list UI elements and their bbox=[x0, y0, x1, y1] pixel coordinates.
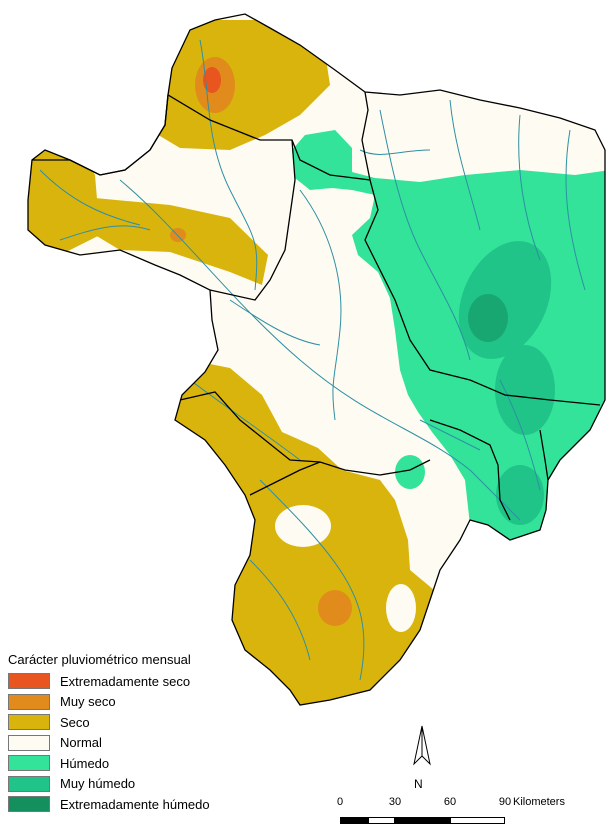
river-main bbox=[119, 179, 521, 521]
legend-label: Normal bbox=[60, 735, 102, 751]
legend-item: Muy seco bbox=[8, 692, 288, 713]
scale-segment bbox=[368, 817, 395, 824]
river-network bbox=[39, 39, 586, 681]
scale-segment bbox=[340, 817, 368, 824]
zone-muy-humedo-south bbox=[495, 345, 555, 435]
province-border bbox=[539, 429, 549, 481]
river bbox=[518, 114, 541, 261]
river bbox=[419, 419, 481, 451]
legend-label: Muy seco bbox=[60, 694, 116, 710]
legend-swatch bbox=[8, 775, 50, 792]
legend-item: Muy húmedo bbox=[8, 774, 288, 795]
legend-swatch bbox=[8, 673, 50, 690]
legend-swatch bbox=[8, 714, 50, 731]
zone-ext-humedo-center bbox=[468, 294, 508, 342]
scale-segment bbox=[450, 817, 505, 824]
scale-tick: 30 bbox=[388, 796, 402, 808]
zone-humedo-spot bbox=[395, 455, 425, 489]
river bbox=[449, 99, 481, 231]
legend-label: Extremadamente húmedo bbox=[60, 796, 210, 812]
river bbox=[565, 129, 586, 291]
legend-swatch bbox=[8, 755, 50, 772]
scale-tick: 60 bbox=[443, 796, 457, 808]
legend-label: Húmedo bbox=[60, 755, 110, 771]
zone-seco-west bbox=[28, 145, 100, 255]
north-label: N bbox=[414, 777, 423, 791]
legend-item: Extremadamente seco bbox=[8, 671, 288, 692]
province-border bbox=[429, 419, 511, 521]
province-border bbox=[209, 139, 296, 301]
legend-swatch bbox=[8, 734, 50, 751]
river bbox=[189, 379, 301, 461]
zone-normal-island-2 bbox=[386, 584, 416, 632]
river bbox=[499, 379, 541, 491]
zone-muy-seco-south bbox=[318, 590, 352, 626]
legend-title: Carácter pluviométrico mensual bbox=[8, 652, 191, 667]
river bbox=[259, 479, 365, 681]
zone-seco-north bbox=[150, 20, 330, 150]
legend-label: Seco bbox=[60, 714, 90, 730]
legend-label: Muy húmedo bbox=[60, 776, 136, 792]
river bbox=[229, 299, 321, 346]
province-border bbox=[32, 93, 601, 406]
river bbox=[39, 169, 141, 226]
legend-label: Extremadamente seco bbox=[60, 673, 191, 689]
river bbox=[59, 225, 151, 241]
legend-swatch bbox=[8, 693, 50, 710]
scale-bar: 0 30 60 90 Kilometers bbox=[336, 796, 604, 830]
province-borders bbox=[27, 13, 606, 706]
legend-item: Seco bbox=[8, 712, 288, 733]
zone-humedo-east bbox=[292, 130, 605, 545]
river bbox=[359, 149, 431, 155]
province-border bbox=[361, 91, 371, 181]
river bbox=[199, 39, 258, 291]
legend-item: Normal bbox=[8, 733, 288, 754]
river bbox=[299, 189, 342, 421]
legend-swatch bbox=[8, 796, 50, 813]
zone-normal-island-1 bbox=[275, 505, 331, 547]
scale-segment bbox=[395, 817, 450, 824]
north-arrow-icon bbox=[413, 725, 431, 766]
zone-seco-west-band bbox=[95, 198, 268, 285]
scale-tick: 90 bbox=[498, 796, 512, 808]
legend-item: Extremadamente húmedo bbox=[8, 794, 288, 815]
precipitation-zones bbox=[28, 20, 605, 705]
river bbox=[249, 559, 311, 661]
scale-tick: 0 bbox=[336, 796, 344, 808]
legend-item: Húmedo bbox=[8, 753, 288, 774]
province-border bbox=[249, 461, 321, 496]
province-border bbox=[179, 391, 431, 476]
scale-unit: Kilometers bbox=[513, 796, 565, 808]
zone-ext-seco-north bbox=[203, 67, 221, 93]
zone-muy-humedo-se bbox=[496, 465, 544, 525]
legend: Carácter pluviométrico mensual Extremada… bbox=[8, 652, 288, 815]
